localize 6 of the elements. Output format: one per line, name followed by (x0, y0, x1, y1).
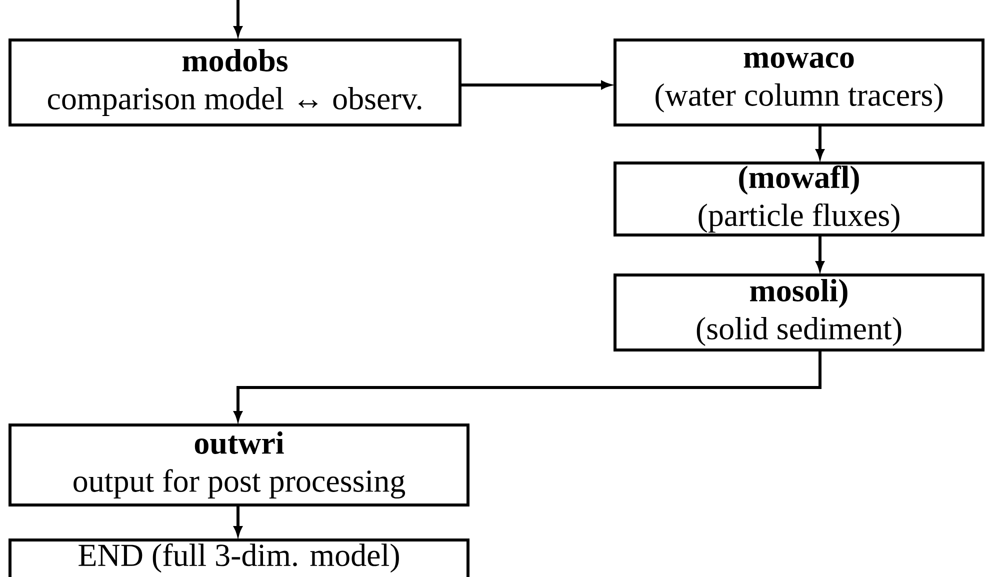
process-box: outwri output for post processing (8, 424, 470, 506)
process-box: END (full 3-dim. model) (8, 538, 470, 577)
process-box: mowaco (water column tracers) (614, 38, 984, 126)
process-box: modobs comparison model ↔ observ. (8, 38, 462, 126)
process-box: mosoli) (solid sediment) (614, 274, 984, 352)
process-box: (mowafl) (particle fluxes) (614, 162, 984, 236)
